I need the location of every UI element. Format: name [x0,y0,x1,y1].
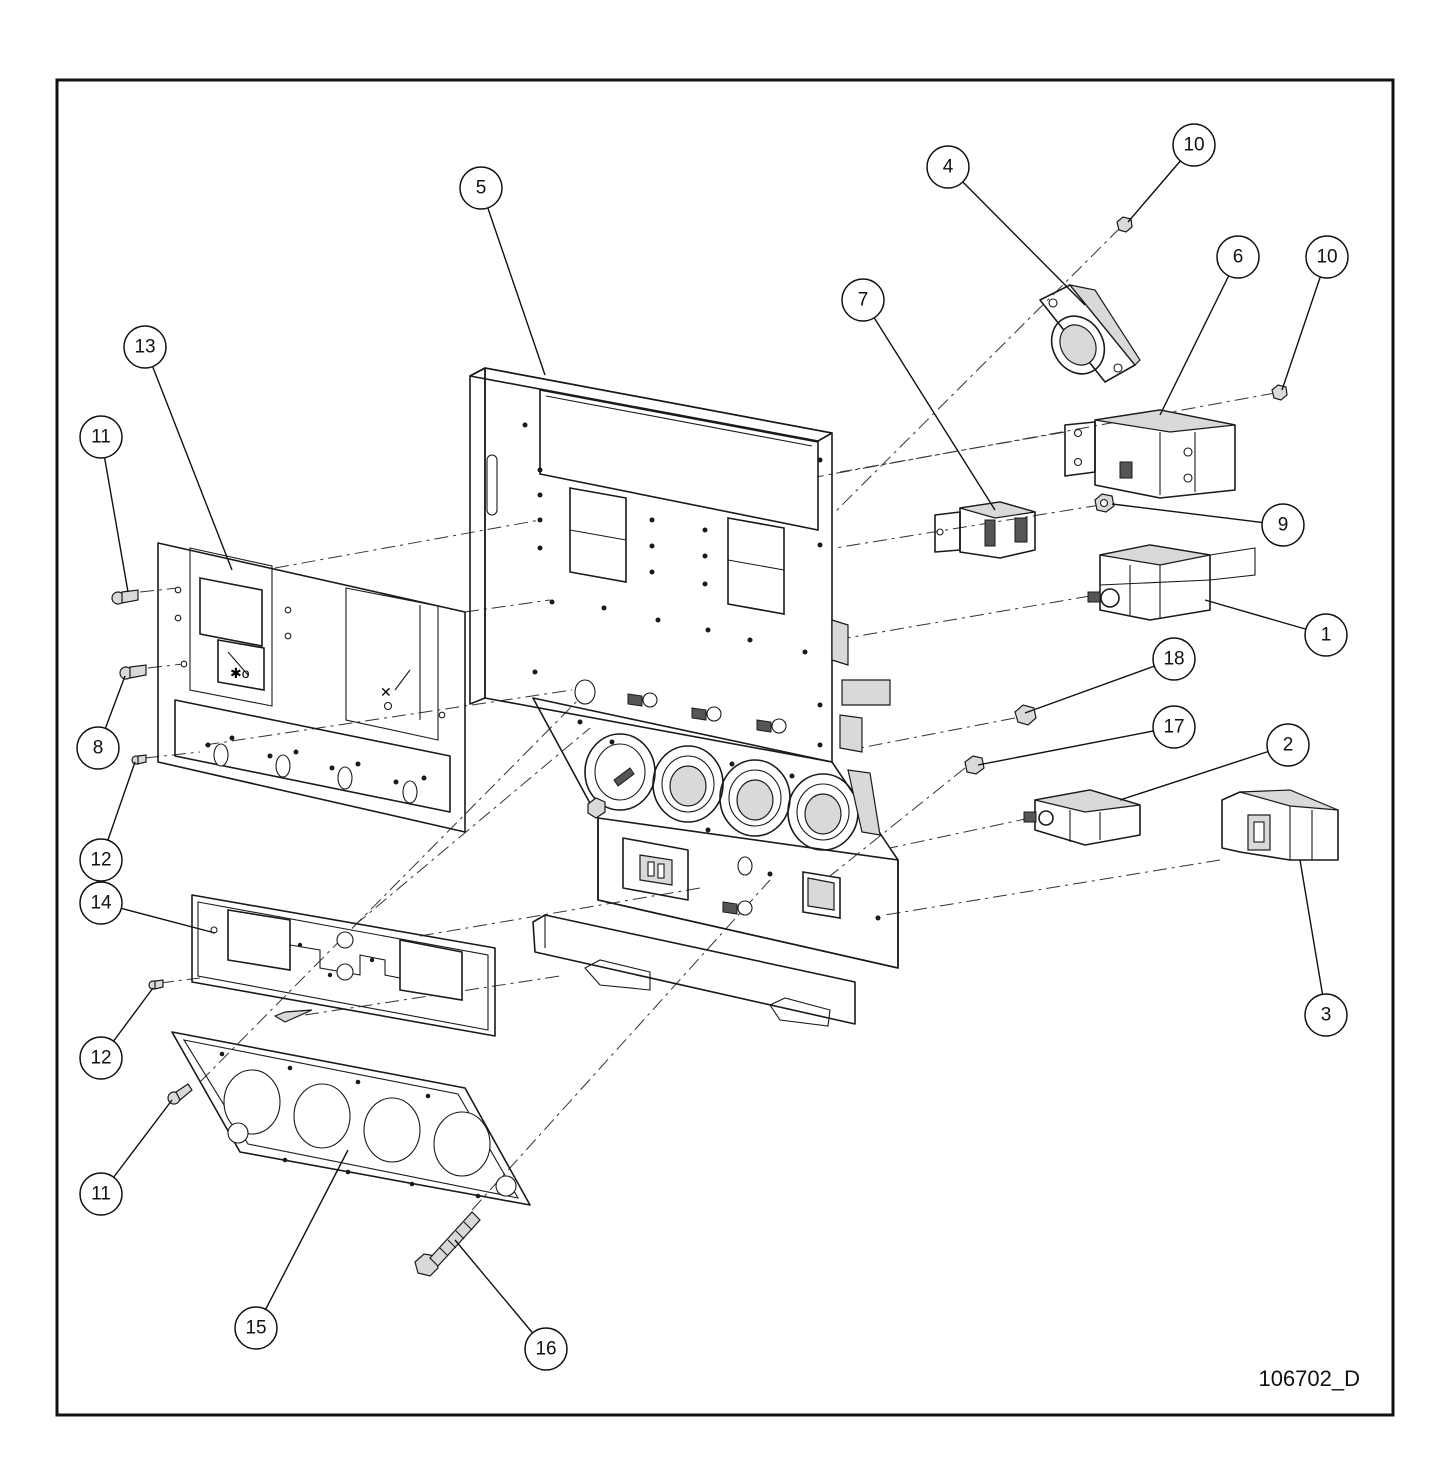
mid-faceplate [191,894,496,1037]
svg-text:7: 7 [858,290,869,311]
svg-text:10: 10 [1316,247,1337,268]
svg-text:18: 18 [1163,649,1184,670]
callout-7: 7 [841,278,885,322]
callout-3: 3 [1304,993,1348,1037]
svg-text:13: 13 [134,337,155,358]
callout-12-bottom: 12 [79,1036,123,1080]
receptacle-openings [584,733,859,851]
panel-toggles [574,679,787,916]
self-tapping-screw [273,1009,313,1023]
svg-text:12: 12 [90,1048,111,1069]
callout-8: 8 [76,726,120,770]
svg-text:4: 4 [943,157,954,178]
callout-10-right: 10 [1305,235,1349,279]
svg-text:8: 8 [93,738,104,759]
two-pole-breaker [1064,409,1236,499]
svg-text:2: 2 [1283,735,1294,756]
screw-12b [148,979,164,990]
twist-lock-receptacle [1039,284,1141,383]
main-breaker [1087,544,1256,621]
drawing-border [55,78,1395,1417]
callout-2: 2 [1266,723,1310,767]
callout-15: 15 [234,1306,278,1350]
svg-text:17: 17 [1163,717,1184,738]
screw-8 [119,664,147,680]
svg-text:11: 11 [91,1184,111,1205]
svg-text:14: 14 [90,893,112,914]
callout-11-bottom: 11 [79,1172,123,1216]
svg-text:✱o: ✱o [230,665,250,681]
svg-text:3: 3 [1321,1005,1332,1026]
callout-16: 16 [524,1327,568,1371]
lower-faceplate [171,1031,531,1206]
svg-text:10: 10 [1183,135,1204,156]
callout-9: 9 [1261,503,1305,547]
svg-text:15: 15 [245,1318,266,1339]
main-panel [469,367,899,1027]
screw-11a [111,589,139,605]
callout-12-top: 12 [79,838,123,882]
hex-nut-17 [964,755,985,775]
mounting-holes [522,422,881,921]
callout-6: 6 [1216,235,1260,279]
svg-text:11: 11 [91,427,111,448]
relay-block [934,501,1036,559]
hex-nut-10b [1271,384,1288,401]
svg-text:9: 9 [1278,515,1289,536]
screw-12a [131,754,147,765]
svg-text:12: 12 [90,850,111,871]
svg-text:16: 16 [535,1339,556,1360]
hex-nut-9 [1094,493,1115,513]
callout-5: 5 [459,166,503,210]
callout-4: 4 [926,145,970,189]
svg-text:1: 1 [1321,625,1332,646]
drawing-number: 106702_D [1258,1366,1360,1391]
leader-lines [97,144,1328,1350]
callout-11-top: 11 [79,415,123,459]
callout-14: 14 [79,881,123,925]
callout-18: 18 [1152,637,1196,681]
svg-text:5: 5 [476,178,487,199]
hex-bolt-16 [414,1211,481,1277]
callout-1: 1 [1304,613,1348,657]
upper-cover-plate: ✱o ✕ [157,542,466,833]
small-breaker [1023,789,1141,846]
assembly-centerlines [139,227,1276,1211]
svg-text:✕: ✕ [380,684,392,700]
svg-text:6: 6 [1233,247,1244,268]
callout-10-top: 10 [1172,123,1216,167]
callout-13: 13 [123,325,167,369]
hex-nut-18 [1014,704,1037,726]
gfci-block [1221,789,1339,861]
callout-17: 17 [1152,705,1196,749]
